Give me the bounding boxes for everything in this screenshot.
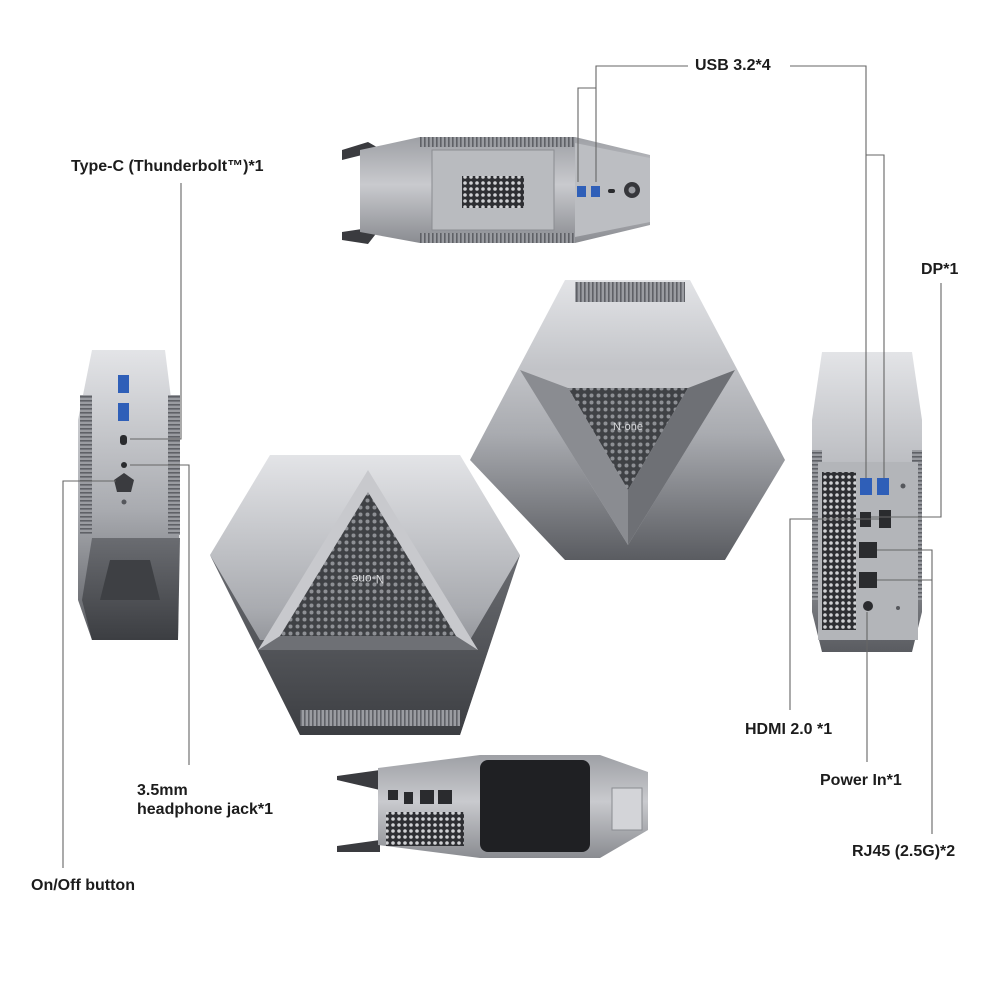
callout-leader-lines xyxy=(62,65,942,868)
back-logo: N-one xyxy=(613,421,643,433)
usb-leader-line xyxy=(866,154,885,478)
back-view-device: N-one xyxy=(470,280,785,560)
type-c-label: Type-C (Thunderbolt™)*1 xyxy=(71,158,264,175)
rj45-label: RJ45 (2.5G)*2 xyxy=(852,843,956,860)
usb-port-icon xyxy=(860,478,872,495)
usb-port-icon xyxy=(577,186,586,197)
usb-3-2-label: USB 3.2*4 xyxy=(695,57,771,74)
back-mesh-panel xyxy=(568,388,688,490)
headphone-jack-label-line-2: headphone jack*1 xyxy=(137,801,274,818)
hdmi-port-icon xyxy=(404,792,413,804)
type-c-leader-line xyxy=(130,183,182,440)
hdmi-leader-line xyxy=(789,518,879,710)
top-view-device xyxy=(342,137,650,244)
usb-port-icon xyxy=(877,478,889,495)
front-view-device: N-one xyxy=(210,455,520,735)
headphone-leader-line xyxy=(130,464,190,765)
power-in-label: Power In*1 xyxy=(820,772,902,789)
headphone-jack-label: 3.5mm headphone jack*1 xyxy=(137,781,273,819)
bottom-vent-grille xyxy=(386,812,464,846)
usb-leader-line xyxy=(790,65,867,478)
headphone-jack-label-line-1: 3.5mm xyxy=(137,782,188,799)
dp-leader-line xyxy=(871,283,942,518)
type-c-port-icon xyxy=(120,435,127,445)
right-side-view-device xyxy=(812,352,922,652)
rj45-port-icon xyxy=(438,790,452,804)
power-button-icon xyxy=(114,473,134,492)
usb-leader-line xyxy=(577,87,596,182)
usb-leader-line xyxy=(595,65,688,182)
top-vent-grille xyxy=(462,176,524,208)
front-logo: N-one xyxy=(351,572,384,586)
front-mesh-panel xyxy=(280,492,456,636)
bottom-panel xyxy=(480,760,590,852)
power-in-port-icon xyxy=(863,601,873,611)
on-off-button-label: On/Off button xyxy=(31,877,135,894)
rj45-leader-line xyxy=(877,549,933,834)
on-off-leader-line xyxy=(62,480,116,868)
usb-port-icon xyxy=(591,186,600,197)
dp-label: DP*1 xyxy=(921,261,959,278)
rj45-port-icon xyxy=(420,790,434,804)
usb-port-icon xyxy=(118,375,129,393)
hdmi-label: HDMI 2.0 *1 xyxy=(745,721,833,738)
usb-port-icon xyxy=(118,403,129,421)
rj45-port-icon xyxy=(859,572,877,588)
headphone-jack-icon xyxy=(121,462,127,468)
left-side-view-device xyxy=(78,350,180,640)
bottom-view-device xyxy=(337,755,648,858)
type-c-port-icon xyxy=(608,189,615,193)
rj45-port-icon xyxy=(859,542,877,558)
hdmi-port-icon xyxy=(879,510,891,528)
side-vent-grille xyxy=(822,472,856,630)
